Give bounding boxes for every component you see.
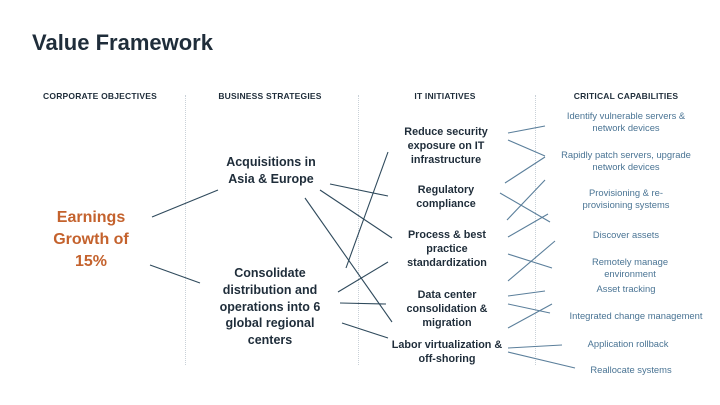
initiative-compliance: Regulatory compliance <box>416 184 476 210</box>
link-strategy-initiative <box>339 302 387 305</box>
link-initiative-capability <box>507 351 576 369</box>
column-divider <box>535 95 536 365</box>
link-initiative-capability <box>504 156 546 184</box>
column-header-capabilities: CRITICAL CAPABILITIES <box>573 91 679 101</box>
link-initiative-capability <box>507 344 563 349</box>
capability-discover-assets: Discover assets <box>592 229 660 240</box>
column-header-objectives: CORPORATE OBJECTIVES <box>43 91 157 101</box>
strategy-consolidation: Consolidate distribution and operations … <box>219 266 321 348</box>
column-header-strategies: BUSINESS STRATEGIES <box>218 91 322 101</box>
link-initiative-capability <box>507 303 553 329</box>
capability-asset-tracking: Asset tracking <box>596 283 656 294</box>
link-strategy-initiative <box>345 151 389 269</box>
strategy-initiative-links <box>304 151 393 339</box>
link-strategy-initiative <box>329 183 389 197</box>
link-objective-strategy-1 <box>151 189 219 218</box>
capability-provisioning: Provisioning & re-provisioning systems <box>582 187 670 210</box>
column-divider <box>358 95 359 365</box>
capability-change-management: Integrated change management <box>569 310 703 321</box>
initiative-capability-links <box>499 125 576 369</box>
capability-identify-vulnerable: Identify vulnerable servers & network de… <box>566 110 686 133</box>
capability-rapid-patch: Rapidly patch servers, upgrade network d… <box>561 149 691 172</box>
strategy-acquisitions: Acquisitions in Asia & Europe <box>226 155 316 186</box>
link-objective-strategy-2 <box>149 264 201 284</box>
initiative-labor: Labor virtualization & off-shoring <box>391 339 503 365</box>
initiative-datacenter: Data center consolidation & migration <box>406 289 488 329</box>
link-initiative-capability <box>506 179 546 221</box>
link-initiative-capability <box>507 290 546 297</box>
link-initiative-capability <box>507 303 551 314</box>
link-initiative-capability <box>507 139 546 157</box>
objective-label: Earnings Growth of 15% <box>53 209 129 270</box>
capability-application-rollback: Application rollback <box>587 338 669 349</box>
link-initiative-capability <box>507 125 546 134</box>
link-strategy-initiative <box>341 322 389 339</box>
capability-remote-manage: Remotely manage environment <box>591 256 669 279</box>
capability-reallocate-systems: Reallocate systems <box>590 364 672 375</box>
initiative-standardization: Process & best practice standardization <box>407 229 487 269</box>
link-strategy-initiative <box>337 261 389 293</box>
link-initiative-capability <box>507 253 553 269</box>
objective-strategy-links <box>149 189 219 284</box>
link-strategy-initiative <box>319 189 393 239</box>
page-title: Value Framework <box>32 30 213 55</box>
link-initiative-capability <box>507 213 549 238</box>
column-divider <box>185 95 186 365</box>
column-header-initiatives: IT INITIATIVES <box>414 91 476 101</box>
initiative-security: Reduce security exposure on IT infrastru… <box>404 126 488 166</box>
link-initiative-capability <box>507 240 556 282</box>
